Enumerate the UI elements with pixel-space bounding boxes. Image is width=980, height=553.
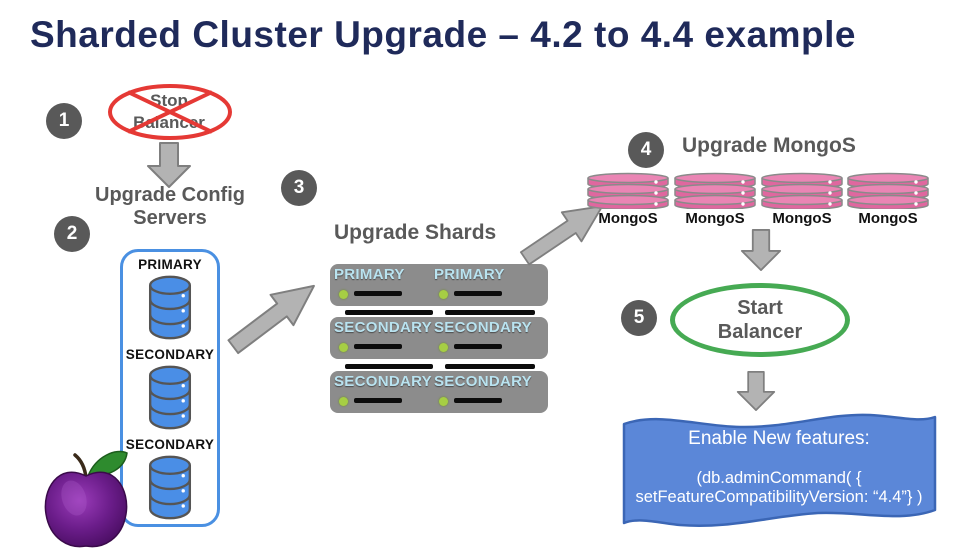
led-indicator-icon bbox=[339, 290, 348, 299]
shard-server-row: PRIMARY PRIMARY bbox=[330, 264, 548, 306]
start-balancer-ellipse: Start Balancer bbox=[670, 283, 850, 357]
shard-node-label: SECONDARY bbox=[434, 319, 532, 336]
mongos-instance-label: MongoS bbox=[772, 210, 832, 227]
feature-box-code-line1: (db.adminCommand( { bbox=[696, 469, 862, 487]
step-2-badge: 2 bbox=[54, 216, 90, 252]
wave-banner-shape bbox=[622, 413, 937, 527]
led-indicator-icon bbox=[439, 343, 448, 352]
step-5-badge: 5 bbox=[621, 300, 657, 336]
apple-logo bbox=[44, 450, 128, 548]
rack-rail-bar bbox=[445, 364, 535, 369]
step-3-badge: 3 bbox=[281, 170, 317, 206]
shard-server-row: SECONDARY SECONDARY bbox=[330, 371, 548, 413]
mongos-instance-label: MongoS bbox=[858, 210, 918, 227]
shard-node-label: SECONDARY bbox=[334, 373, 432, 390]
shard-server-row: SECONDARY SECONDARY bbox=[330, 317, 548, 359]
mongos-instance-label: MongoS bbox=[685, 210, 745, 227]
mongos-label: Upgrade MongoS bbox=[682, 134, 856, 157]
led-indicator-icon bbox=[439, 290, 448, 299]
drive-slot-bar bbox=[354, 344, 402, 349]
step-4-number: 4 bbox=[640, 139, 652, 160]
disk-stack-icon bbox=[761, 172, 843, 209]
drive-slot-bar bbox=[354, 398, 402, 403]
step-1-badge: 1 bbox=[46, 103, 82, 139]
config-servers-label: Upgrade Config Servers bbox=[95, 184, 245, 229]
database-icon bbox=[148, 365, 192, 430]
arrow-up-right-icon bbox=[519, 205, 604, 266]
config-node-role: SECONDARY bbox=[125, 437, 215, 452]
shard-node-label: PRIMARY bbox=[434, 266, 505, 283]
step-2-number: 2 bbox=[66, 223, 78, 244]
arrow-down-icon bbox=[147, 142, 191, 188]
shards-label: Upgrade Shards bbox=[334, 221, 497, 244]
mongos-instance-label: MongoS bbox=[598, 210, 658, 227]
drive-slot-bar bbox=[354, 291, 402, 296]
rack-rail-bar bbox=[345, 364, 433, 369]
apple-body bbox=[44, 471, 128, 548]
drive-slot-bar bbox=[454, 398, 502, 403]
disk-stack-icon bbox=[587, 172, 669, 209]
feature-box-code-line2: setFeatureCompatibilityVersion: “4.4”} ) bbox=[635, 488, 923, 506]
led-indicator-icon bbox=[439, 397, 448, 406]
no-symbol-icon bbox=[108, 84, 232, 140]
step-4-badge: 4 bbox=[628, 132, 664, 168]
disk-stack-icon bbox=[674, 172, 756, 209]
led-indicator-icon bbox=[339, 343, 348, 352]
shard-node-label: SECONDARY bbox=[334, 319, 432, 336]
drive-slot-bar bbox=[454, 291, 502, 296]
step-1-number: 1 bbox=[58, 110, 70, 131]
drive-slot-bar bbox=[454, 344, 502, 349]
config-replica-set-box: PRIMARY SECONDARY SECONDARY bbox=[120, 249, 220, 527]
start-balancer-label: Start Balancer bbox=[717, 297, 803, 343]
config-node-role: SECONDARY bbox=[125, 347, 215, 362]
feature-box-title: Enable New features: bbox=[688, 428, 870, 449]
step-5-number: 5 bbox=[633, 307, 645, 328]
arrow-up-right-icon bbox=[227, 284, 315, 355]
disk-stack-icon bbox=[847, 172, 929, 209]
database-icon bbox=[148, 275, 192, 340]
arrow-down-icon bbox=[740, 229, 782, 271]
step-3-number: 3 bbox=[293, 177, 305, 198]
shard-node-label: SECONDARY bbox=[434, 373, 532, 390]
arrow-down-icon bbox=[736, 371, 776, 411]
rack-rail-bar bbox=[445, 310, 535, 315]
led-indicator-icon bbox=[339, 397, 348, 406]
rack-rail-bar bbox=[345, 310, 433, 315]
config-node-role: PRIMARY bbox=[138, 257, 202, 272]
database-icon bbox=[148, 455, 192, 520]
page-title: Sharded Cluster Upgrade – 4.2 to 4.4 exa… bbox=[30, 14, 857, 55]
shard-node-label: PRIMARY bbox=[334, 266, 405, 283]
